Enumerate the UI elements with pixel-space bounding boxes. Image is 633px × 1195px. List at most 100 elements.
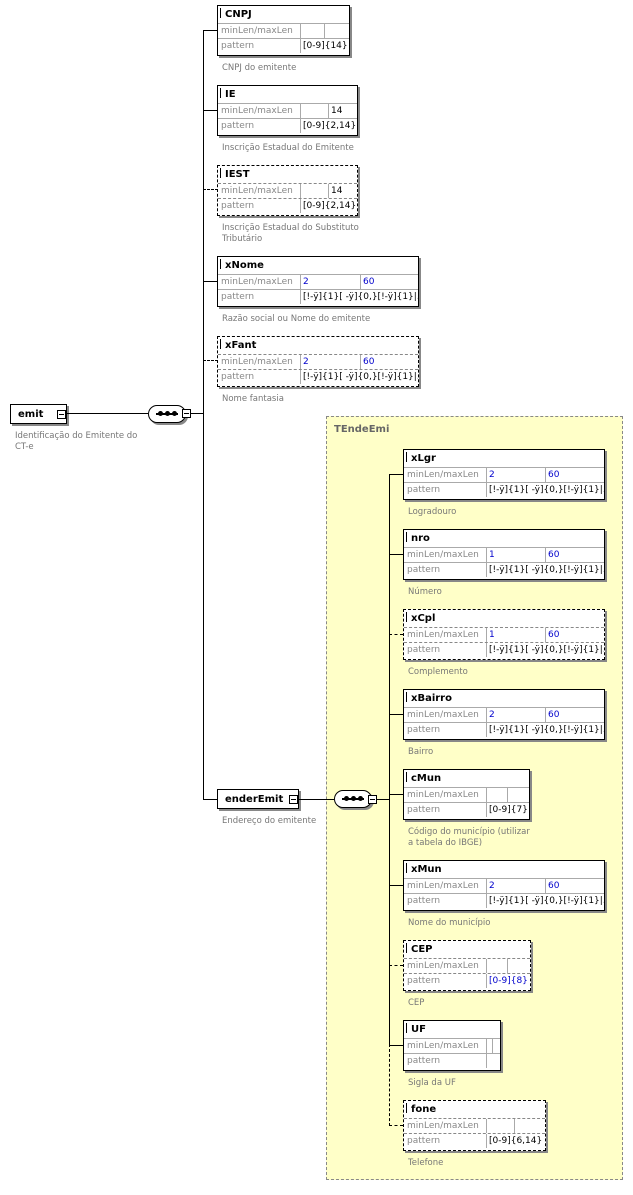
pattern-value: [!-ÿ]{1}[ -ÿ]{0,}[!-ÿ]{1}|... <box>486 643 604 657</box>
facet-pattern-row: pattern [!-ÿ]{1}[ -ÿ]{0,}[!-ÿ]{1}|... <box>218 369 418 385</box>
address-sequence-collapse-icon[interactable] <box>368 795 377 804</box>
facet-key: pattern <box>407 1136 441 1146</box>
element-description: Bairro <box>408 747 434 757</box>
facet-key: minLen/maxLen <box>407 961 479 971</box>
facet-key: pattern <box>221 41 255 51</box>
element-description: Razão social ou Nome do emitente <box>222 314 371 324</box>
pattern-value: [0-9]{7} <box>486 803 529 817</box>
max-length-value <box>507 959 530 973</box>
element-type-icon <box>406 532 410 542</box>
facet-key: pattern <box>407 1056 441 1066</box>
facet-pattern-row: pattern[!-ÿ]{1}[ -ÿ]{0,}[!-ÿ]{1}|... <box>404 482 604 498</box>
facet-key: minLen/maxLen <box>221 277 293 287</box>
facet-key: pattern <box>407 805 441 815</box>
max-length-value <box>492 1039 500 1053</box>
max-length-value: 60 <box>360 275 418 289</box>
element-type-icon <box>406 772 410 782</box>
element-name: xFant <box>225 340 257 351</box>
element-cnpj[interactable]: CNPJ minLen/maxLen pattern[0-9]{14} <box>217 5 350 56</box>
facet-key: pattern <box>221 201 255 211</box>
facet-pattern-row: pattern[!-ÿ]{1}[ -ÿ]{0,}[!-ÿ]{1}|... <box>404 893 604 909</box>
facet-key: pattern <box>221 292 255 302</box>
min-length-value <box>486 788 507 802</box>
element-type-icon <box>220 168 224 178</box>
element-name: UF <box>411 1024 426 1035</box>
facet-length-row: minLen/maxLen <box>404 1038 500 1054</box>
enderemit-name: enderEmit <box>225 794 284 805</box>
pattern-value: [!-ÿ]{1}[ -ÿ]{0,}[!-ÿ]{1}|... <box>486 563 604 577</box>
facet-pattern-row: pattern[0-9]{2,14} <box>218 198 357 214</box>
facet-key: pattern <box>407 485 441 495</box>
facet-key: minLen/maxLen <box>407 790 479 800</box>
min-length-value: 1 <box>486 548 545 562</box>
max-length-value <box>507 788 529 802</box>
pattern-value: [0-9]{6,14} <box>486 1134 545 1148</box>
root-element-emit[interactable]: emit <box>10 404 67 424</box>
max-length-value: 60 <box>545 879 604 893</box>
pattern-value: [!-ÿ]{1}[ -ÿ]{0,}[!-ÿ]{1}|... <box>486 723 604 737</box>
element-type-icon <box>406 1023 410 1033</box>
pattern-value: [!-ÿ]{1}[ -ÿ]{0,}[!-ÿ]{1}|... <box>486 894 604 908</box>
max-length-value: 60 <box>545 548 604 562</box>
facet-key: minLen/maxLen <box>407 550 479 560</box>
sequence-compositor <box>148 405 186 423</box>
collapse-icon[interactable] <box>57 410 66 419</box>
pattern-value: [!-ÿ]{1}[ -ÿ]{0,}[!-ÿ]{1}|... <box>300 370 418 384</box>
min-length-value <box>486 959 507 973</box>
min-length-value <box>486 1119 514 1133</box>
element-name: CNPJ <box>225 9 252 20</box>
element-type-icon <box>406 863 410 873</box>
element-description: CNPJ do emitente <box>222 63 297 73</box>
enderemit-collapse-icon[interactable] <box>289 795 298 804</box>
facet-pattern-row: pattern[0-9]{14} <box>218 38 349 54</box>
element-description: Nome fantasia <box>222 394 284 404</box>
facet-key: pattern <box>407 565 441 575</box>
pattern-value: [0-9]{2,14} <box>300 119 357 133</box>
facet-key: pattern <box>221 121 255 131</box>
facet-key: pattern <box>407 725 441 735</box>
max-length-value: 14 <box>328 104 357 118</box>
sequence-collapse-icon[interactable] <box>182 409 191 418</box>
element-type-icon <box>406 692 410 702</box>
facet-key: pattern <box>221 372 255 382</box>
element-description: Telefone <box>408 1158 444 1168</box>
element-name: xNome <box>225 260 264 271</box>
facet-key: minLen/maxLen <box>407 470 479 480</box>
facet-length-row: minLen/maxLen <box>404 1118 545 1134</box>
min-length-value <box>300 184 328 198</box>
facet-pattern-row: pattern [0-9]{6,14} <box>404 1133 545 1149</box>
element-type-icon <box>220 88 224 98</box>
facet-length-row: minLen/maxLen <box>404 958 530 974</box>
facet-key: minLen/maxLen <box>221 26 293 36</box>
min-length-value: 1 <box>486 628 545 642</box>
element-description: Nome do município <box>408 918 491 928</box>
element-type-icon <box>220 259 224 269</box>
pattern-value <box>486 1054 500 1068</box>
element-enderemit[interactable]: enderEmit <box>217 789 299 809</box>
element-type-icon <box>406 943 410 953</box>
pattern-value: [0-9]{8} <box>486 974 530 988</box>
element-name: nro <box>411 533 430 544</box>
element-name: IE <box>225 89 236 100</box>
max-length-value: 60 <box>545 628 604 642</box>
element-uf[interactable]: UF minLen/maxLen pattern <box>403 1020 501 1071</box>
element-type-icon <box>406 452 410 462</box>
facet-key: minLen/maxLen <box>407 710 479 720</box>
